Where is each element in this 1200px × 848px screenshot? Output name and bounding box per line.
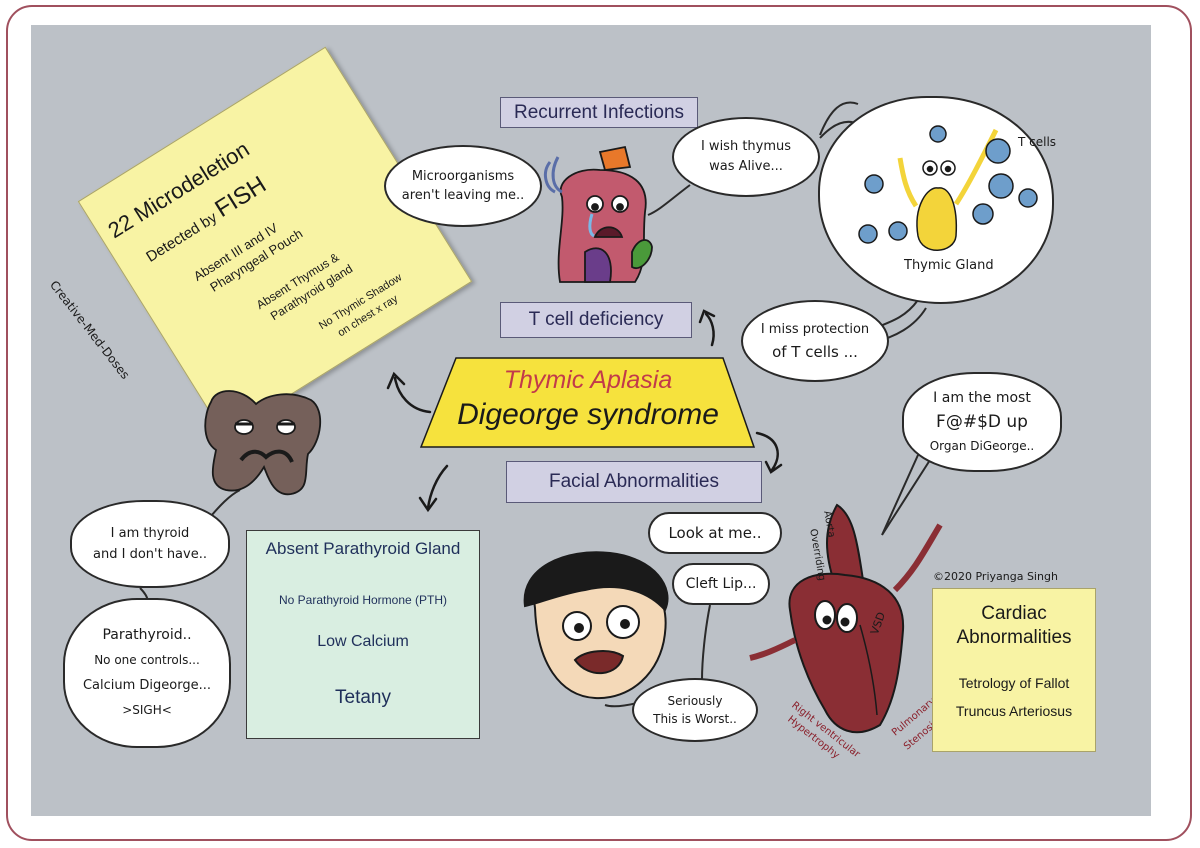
para-line-4: >SIGH< (122, 703, 172, 717)
organ-purple-part (584, 247, 612, 283)
t-cell-5 (1018, 188, 1038, 208)
organ-line-1: I am the most (933, 390, 1031, 406)
wish-thymus-bubble: I wish thymus was Alive... (672, 117, 820, 197)
arrow-to-tcell (704, 312, 715, 347)
thyroid-eye-left (234, 419, 254, 435)
thyroid-line-2: and I don't have.. (93, 547, 207, 562)
thyroid-eye-right (276, 419, 296, 435)
worst-bubble: Seriously This is Worst.. (632, 678, 758, 742)
heart-character (749, 503, 943, 734)
arrow-to-parathyroid-head (418, 496, 438, 513)
heart-arm-right (892, 523, 943, 593)
cardiac-title-1: Cardiac (981, 603, 1047, 624)
thyroid-line-1: I am thyroid (110, 526, 190, 541)
para-line-3: Calcium Digeorge... (82, 678, 212, 693)
t-cell-4 (988, 173, 1014, 199)
parathyroid-tetany: Tetany (335, 687, 391, 708)
copyright-text: ©2020 Priyanga Singh (933, 570, 1058, 583)
title-trapezoid (419, 357, 756, 448)
organ-tear (588, 213, 595, 238)
face-illustration (523, 551, 669, 700)
microorganisms-line-1: Microorganisms (411, 169, 515, 184)
worst-line-1: Seriously (667, 694, 723, 708)
t-cell-3 (985, 138, 1011, 164)
worst-line-2: This is Worst.. (653, 712, 737, 726)
thyroid-bubble: I am thyroid and I don't have.. (70, 500, 230, 588)
thyroid-character (204, 390, 322, 496)
parathyroid-box: Absent Parathyroid Gland No Parathyroid … (246, 530, 480, 739)
face-mouth (573, 650, 625, 675)
heart-aorta (826, 503, 865, 587)
t-cell-deficiency-label: T cell deficiency (500, 302, 692, 338)
cardiac-title-2: Abnormalities (956, 627, 1072, 648)
thymus-body (916, 187, 958, 251)
microorganisms-line-2: aren't leaving me.. (401, 188, 525, 203)
t-cell-6 (972, 203, 994, 225)
t-cells-label: T cells (1018, 135, 1057, 149)
microbe-green (631, 239, 653, 270)
organ-digeorge-bubble: I am the most F@#$D up Organ DiGeorge.. (902, 372, 1062, 472)
heart-arm-left (749, 637, 797, 661)
arrow-to-facial-head (764, 460, 783, 474)
parathyroid-title: Absent Parathyroid Gland (265, 539, 461, 558)
organ-tail (881, 454, 931, 536)
thymus-arm-left (897, 157, 919, 208)
thymus-arm-right (953, 128, 999, 206)
heart-eye-left (814, 600, 836, 630)
title-line-2: Digeorge syndrome (457, 398, 719, 431)
wish-tail (647, 184, 691, 216)
cardiac-item-2: Truncus Arteriosus (955, 703, 1073, 719)
microorganisms-bubble: Microorganisms aren't leaving me.. (384, 145, 542, 227)
cleft-lip-bubble: Cleft Lip... (672, 563, 770, 605)
wish-line-2: was Alive... (709, 159, 783, 174)
parathyroid-calcium: Low Calcium (317, 633, 409, 650)
cardiac-box: Cardiac Abnormalities Tetrology of Fallo… (932, 588, 1096, 752)
arrow-to-facial (755, 431, 779, 472)
cleft-text: Cleft Lip... (685, 576, 757, 592)
thymic-gland-label: Thymic Gland (904, 258, 994, 273)
look-text: Look at me.. (668, 524, 762, 542)
miss-line-1: I miss protection (760, 322, 870, 337)
recurrent-infections-label: Recurrent Infections (500, 97, 698, 128)
para-line-1: Parathyroid.. (102, 627, 192, 643)
cleft-tail (701, 604, 711, 681)
arrow-to-microdeletion (393, 376, 432, 414)
t-cell-2 (858, 224, 878, 244)
cardiac-item-1: Tetrology of Fallot (958, 675, 1070, 691)
title-line-1: Thymic Aplasia (503, 366, 673, 394)
para-line-2: No one controls... (94, 653, 200, 667)
heart-septum (859, 624, 878, 716)
microbe-blue (543, 156, 563, 194)
thymic-gland-illustration (858, 125, 1038, 251)
organ-line-2: F@#$D up (936, 412, 1028, 432)
t-cell-7 (929, 125, 947, 143)
microbe-orange (598, 145, 632, 171)
face-hair (523, 551, 669, 612)
t-cell-8 (888, 221, 908, 241)
organ-line-3: Organ DiGeorge.. (929, 439, 1035, 453)
arrow-to-parathyroid (426, 464, 449, 510)
parathyroid-pth: No Parathyroid Hormone (PTH) (278, 593, 448, 607)
organ-mouth (593, 226, 624, 238)
thyroid-mustache (239, 449, 294, 463)
look-at-me-bubble: Look at me.. (648, 512, 782, 554)
miss-line-2: of T cells ... (772, 343, 858, 361)
t-cell-1 (864, 174, 884, 194)
arrow-to-microdeletion-head (386, 371, 406, 390)
sad-organ-illustration (543, 145, 653, 283)
miss-protection-bubble: I miss protection of T cells ... (741, 300, 889, 382)
arrow-to-tcell-head (698, 309, 716, 324)
facial-abnormalities-label: Facial Abnormalities (506, 461, 762, 503)
parathyroid-bubble: Parathyroid.. No one controls... Calcium… (63, 598, 231, 748)
thyroid-body (204, 390, 322, 496)
wish-line-1: I wish thymus (700, 139, 792, 154)
